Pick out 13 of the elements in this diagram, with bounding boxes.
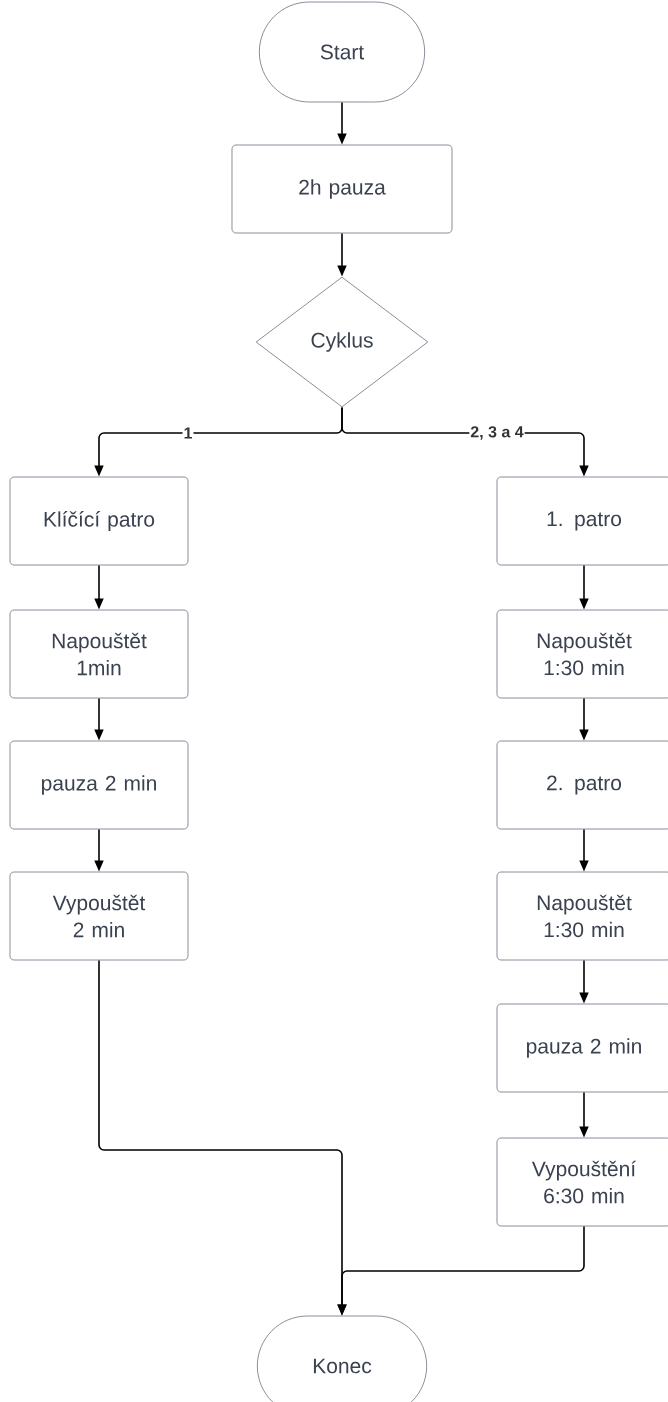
process-box: Vypouštění 6:30 min — [496, 1137, 668, 1227]
process-box: Napouštět 1min — [9, 609, 189, 699]
process-box: Vypouštět 2 min — [9, 871, 189, 961]
process-box: pauza 2 min — [496, 1003, 668, 1093]
edge-label: 2, 3 a 4 — [470, 426, 524, 440]
process-box: 2h pauza — [231, 144, 453, 234]
process-box: Napouštět 1:30 min — [496, 871, 668, 961]
edge-label: 1 — [184, 427, 192, 439]
process-box: pauza 2 min — [9, 740, 189, 830]
process-box: 2. patro — [496, 740, 668, 830]
process-box: Klíčící patro — [9, 476, 189, 566]
process-box: Napouštět 1:30 min — [496, 609, 668, 699]
process-box: 1. patro — [496, 476, 668, 566]
